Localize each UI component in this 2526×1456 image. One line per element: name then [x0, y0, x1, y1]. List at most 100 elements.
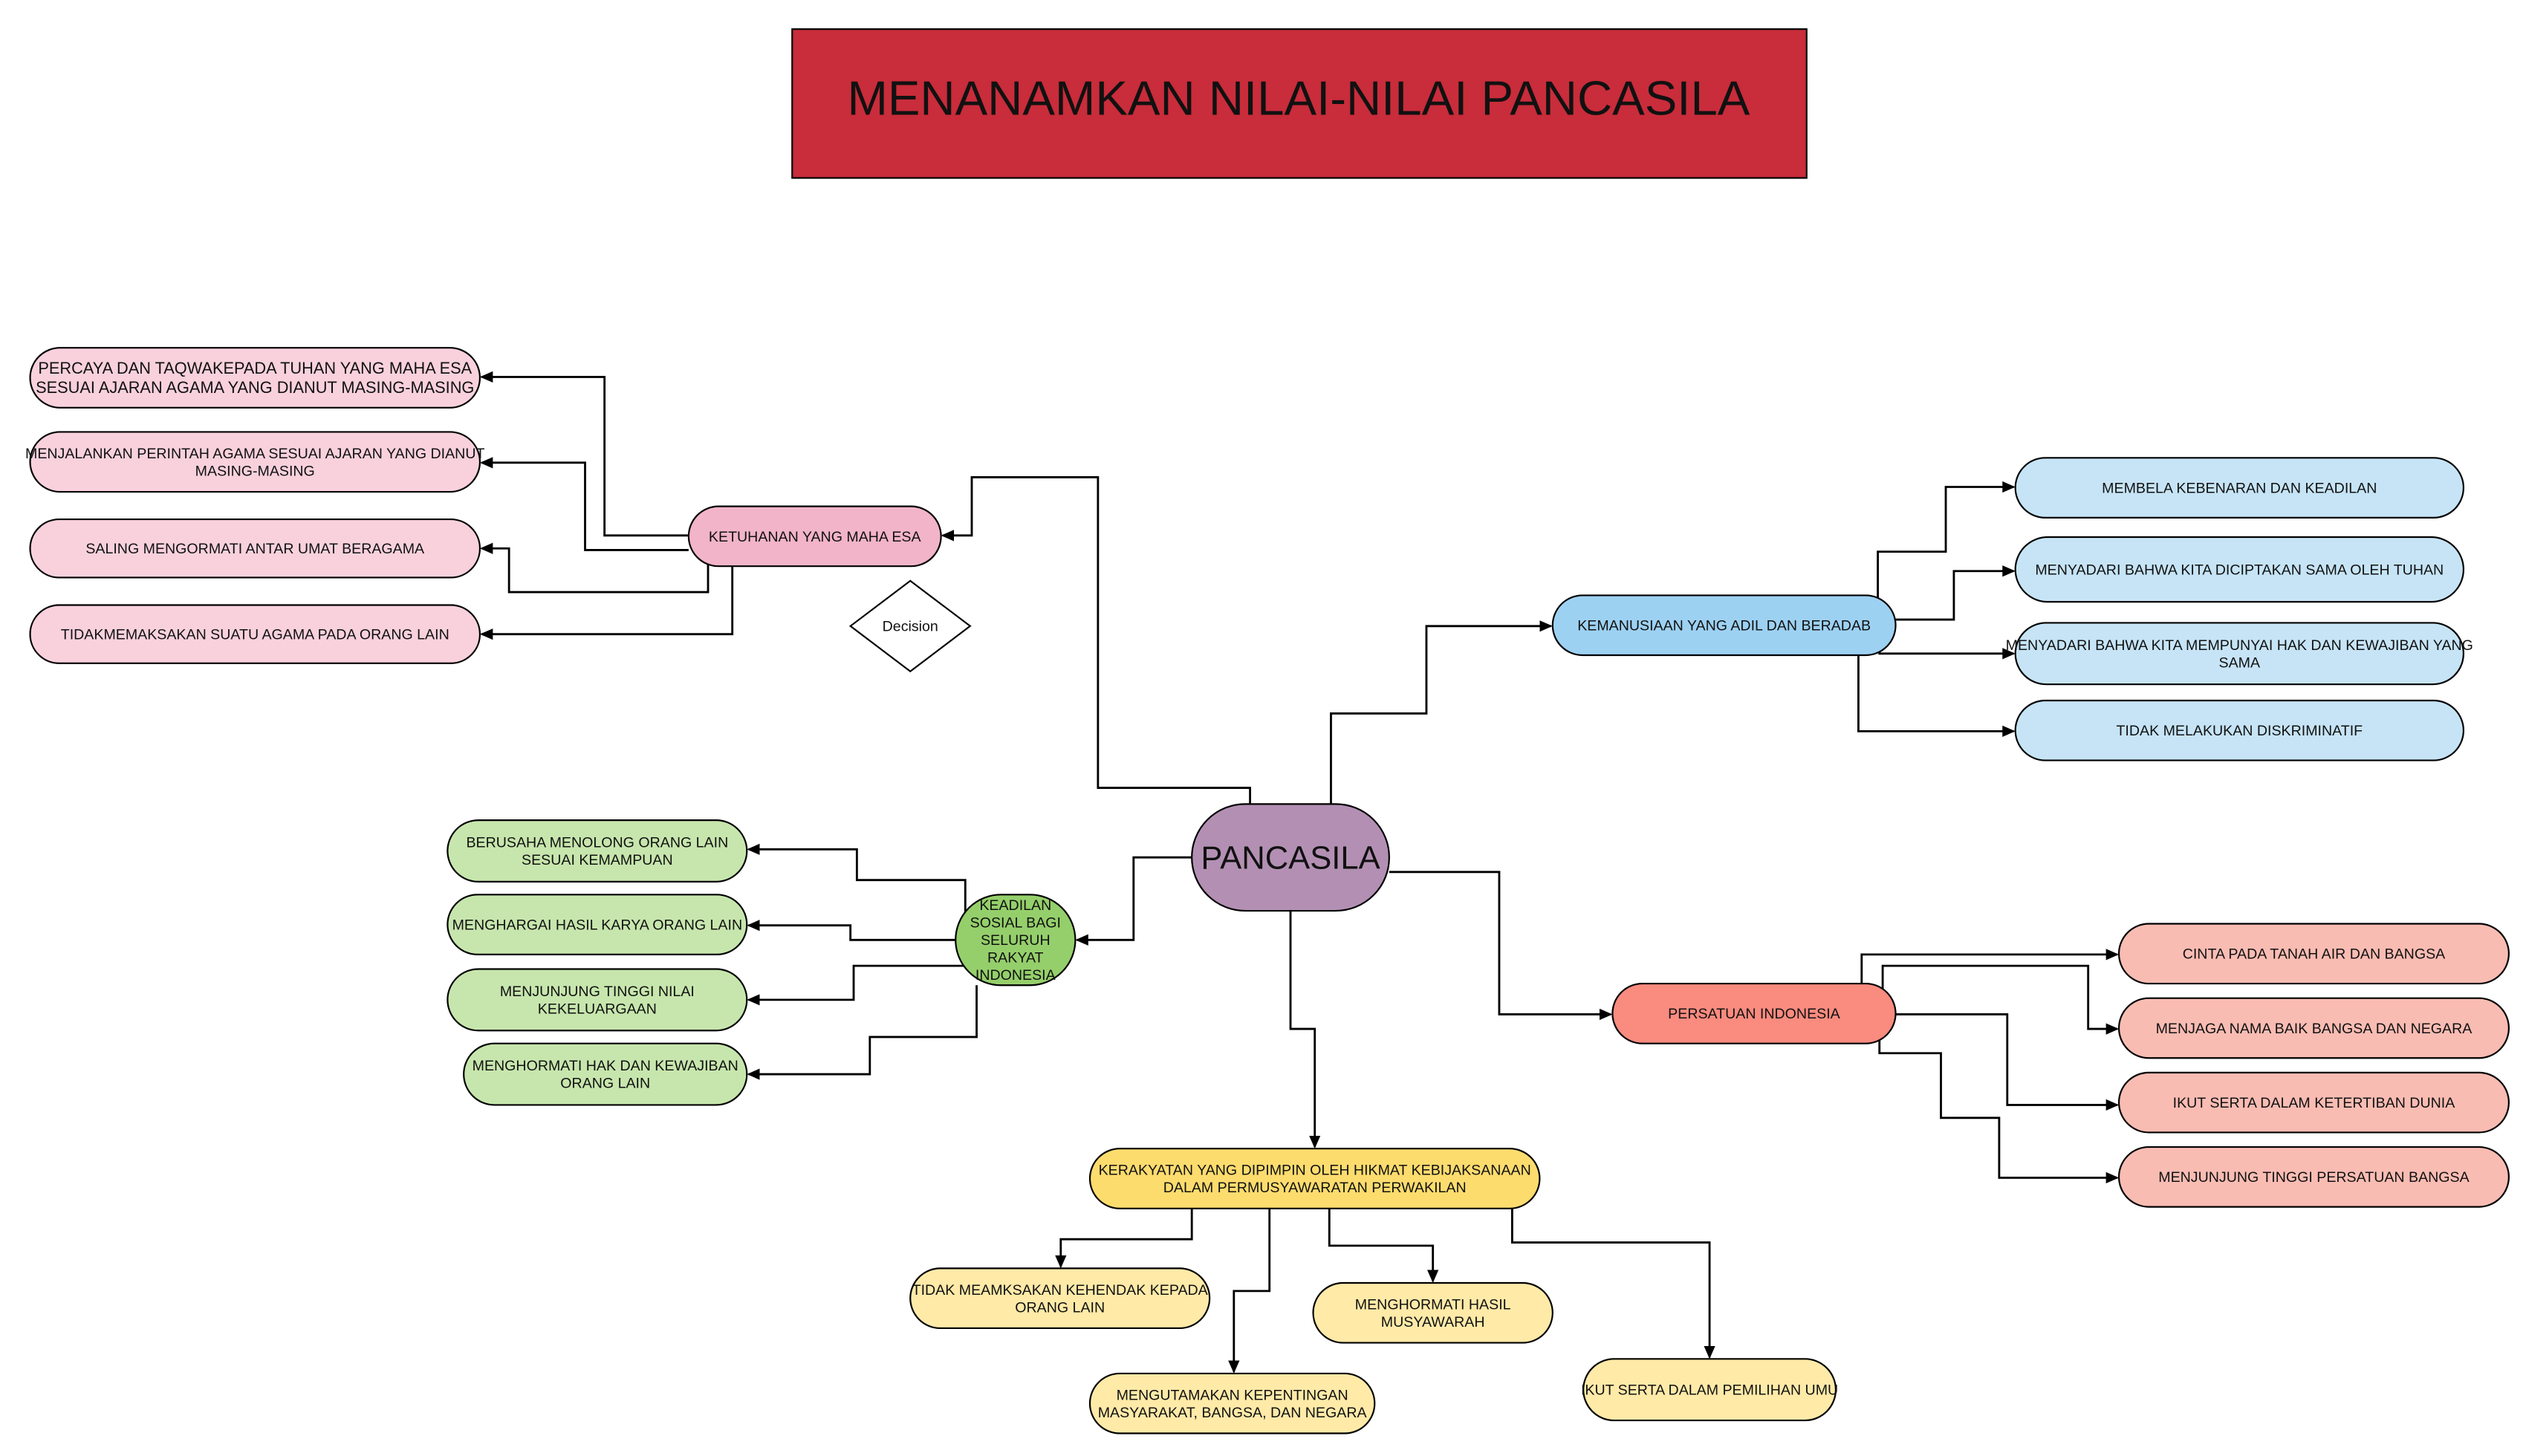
ketuhanan-child-node-label: SESUAI AJARAN AGAMA YANG DIANUT MASING-M… [36, 378, 474, 397]
persatuan-child-node[interactable]: IKUT SERTA DALAM KETERTIBAN DUNIA [2117, 1071, 2510, 1134]
page-title: MENANAMKAN NILAI-NILAI PANCASILA [847, 71, 1750, 126]
keadilan-node-label: SOSIAL BAGI [970, 915, 1061, 932]
keadilan-child-node-label: SESUAI KEMAMPUAN [522, 852, 673, 868]
kerakyatan-node-label: DALAM PERMUSYAWARATAN PERWAKILAN [1163, 1180, 1467, 1196]
edge-ketuhanan-child [479, 566, 734, 640]
kerakyatan-child-node[interactable]: IKUT SERTA DALAM PEMILIHAN UMU [1581, 1358, 1838, 1422]
edge-ketuhanan-child [479, 371, 689, 537]
ketuhanan-child-node[interactable]: MENJALANKAN PERINTAH AGAMA SESUAI AJARAN… [25, 431, 484, 493]
pancasila-center-node-shape [1191, 803, 1390, 912]
kemanusiaan-child-node[interactable]: MEMBELA KEBENARAN DAN KEADILAN [2014, 457, 2464, 519]
keadilan-child-node[interactable]: MENGHARGAI HASIL KARYA ORANG LAIN [447, 894, 748, 955]
edge-kemanusiaan-child [1877, 481, 2016, 602]
connectors [479, 371, 2120, 1374]
kerakyatan-child-node-label: ORANG LAIN [1015, 1299, 1105, 1316]
ketuhanan-node[interactable]: KETUHANAN YANG MAHA ESA [687, 505, 942, 568]
kerakyatan-child-node-shape [909, 1267, 1211, 1330]
persatuan-child-node-shape [2117, 1071, 2510, 1134]
edge-kemanusiaan-child [1895, 565, 2016, 621]
decision-node[interactable]: Decision [848, 579, 972, 673]
edge-persatuan-child [1881, 964, 2120, 1035]
keadilan-node-shape [955, 894, 1077, 987]
ketuhanan-child-node-shape [29, 431, 481, 493]
edge-persatuan-child [1895, 1013, 2120, 1111]
ketuhanan-child-node-label: TIDAKMEMAKSAKAN SUATU AGAMA PADA ORANG L… [61, 627, 449, 643]
ketuhanan-child-node-label: SALING MENGORMATI ANTAR UMAT BERAGAMA [85, 541, 425, 557]
edge-kerakyatan-child [1328, 1208, 1439, 1283]
edge-to-ketuhanan [941, 476, 1251, 805]
kerakyatan-child-node-shape [1088, 1372, 1376, 1434]
persatuan-child-node-label: CINTA PADA TANAH AIR DAN BANGSA [2183, 946, 2446, 963]
kemanusiaan-child-node-label: MENYADARI BAHWA KITA DICIPTAKAN SAMA OLE… [2035, 562, 2444, 578]
ketuhanan-node-shape [687, 505, 942, 568]
kemanusiaan-node[interactable]: KEMANUSIAAN YANG ADIL DAN BERADAB [1551, 594, 1897, 657]
ketuhanan-child-node-label: MENJALANKAN PERINTAH AGAMA SESUAI AJARAN… [25, 446, 484, 462]
persatuan-child-node[interactable]: CINTA PADA TANAH AIR DAN BANGSA [2117, 923, 2510, 985]
kerakyatan-child-node-label: MENGUTAMAKAN KEPENTINGAN [1117, 1387, 1348, 1403]
edge-persatuan-child [1860, 949, 2120, 990]
persatuan-child-node[interactable]: MENJUNJUNG TINGGI PERSATUAN BANGSA [2117, 1145, 2510, 1208]
keadilan-child-node-shape [463, 1042, 748, 1106]
kemanusiaan-child-node-label: SAMA [2219, 654, 2261, 671]
ketuhanan-node-label: KETUHANAN YANG MAHA ESA [709, 529, 922, 545]
persatuan-child-node-label: IKUT SERTA DALAM KETERTIBAN DUNIA [2173, 1095, 2456, 1111]
edge-kerakyatan-child [1228, 1208, 1271, 1374]
decision-diamond [848, 579, 972, 673]
kerakyatan-node-shape [1088, 1148, 1541, 1209]
keadilan-child-node-label: ORANG LAIN [560, 1076, 650, 1092]
kemanusiaan-child-node-shape [2014, 622, 2464, 686]
edge-persatuan-child [1878, 1035, 2120, 1184]
ketuhanan-child-node[interactable]: SALING MENGORMATI ANTAR UMAT BERAGAMA [29, 518, 481, 579]
edge-to-kemanusiaan [1330, 620, 1553, 805]
kemanusiaan-child-node-shape [2014, 457, 2464, 519]
edge-keadilan-child [747, 964, 966, 1006]
kerakyatan-child-node-label: TIDAK MEAMKSAKAN KEHENDAK KEPADA [912, 1282, 1209, 1299]
kemanusiaan-child-node[interactable]: MENYADARI BAHWA KITA MEMPUNYAI HAK DAN K… [2006, 622, 2473, 686]
keadilan-child-node-label: MENJUNJUNG TINGGI NILAI [500, 984, 695, 1000]
nodes: PANCASILA Decision KETUHANAN YANG MAHA ESA… [25, 347, 2510, 1434]
kemanusiaan-child-node[interactable]: MENYADARI BAHWA KITA DICIPTAKAN SAMA OLE… [2014, 536, 2464, 603]
kerakyatan-child-node-label: MASYARAKAT, BANGSA, DAN NEGARA [1098, 1405, 1368, 1421]
ketuhanan-child-node-label: MASING-MASING [195, 463, 315, 479]
kerakyatan-node[interactable]: KERAKYATAN YANG DIPIMPIN OLEH HIKMAT KEB… [1088, 1148, 1541, 1209]
kemanusiaan-child-node-label: TIDAK MELAKUKAN DISKRIMINATIF [2116, 723, 2363, 739]
title-box [791, 28, 1808, 179]
keadilan-node-label: KEADILAN [979, 897, 1051, 914]
persatuan-child-node-label: MENJUNJUNG TINGGI PERSATUAN BANGSA [2158, 1169, 2470, 1186]
kemanusiaan-node-label: KEMANUSIAAN YANG ADIL DAN BERADAB [1577, 618, 1871, 634]
ketuhanan-child-node[interactable]: PERCAYA DAN TAQWAKEPADA TUHAN YANG MAHA … [29, 347, 481, 409]
persatuan-child-node-label: MENJAGA NAMA BAIK BANGSA DAN NEGARA [2156, 1021, 2473, 1037]
pancasila-center-node-label: PANCASILA [1201, 840, 1380, 876]
persatuan-child-node-shape [2117, 997, 2510, 1059]
persatuan-node-shape [1611, 983, 1897, 1044]
kemanusiaan-child-node-label: MEMBELA KEBENARAN DAN KEADILAN [2102, 480, 2377, 496]
keadilan-node-label: RAKYAT [987, 950, 1044, 966]
ketuhanan-child-node-shape [29, 604, 481, 664]
persatuan-child-node-shape [2117, 1145, 2510, 1208]
edge-to-persatuan [1389, 871, 1613, 1021]
keadilan-child-node-shape [447, 819, 748, 883]
edge-ketuhanan-child [479, 457, 689, 551]
edge-keadilan-child [747, 920, 956, 941]
kerakyatan-child-node[interactable]: MENGUTAMAKAN KEPENTINGAN MASYARAKAT, BANG… [1088, 1372, 1376, 1434]
persatuan-node[interactable]: PERSATUAN INDONESIA [1611, 983, 1897, 1044]
ketuhanan-child-node[interactable]: TIDAKMEMAKSAKAN SUATU AGAMA PADA ORANG L… [29, 604, 481, 664]
keadilan-child-node-shape [447, 894, 748, 955]
persatuan-child-node[interactable]: MENJAGA NAMA BAIK BANGSA DAN NEGARA [2117, 997, 2510, 1059]
kemanusiaan-child-node[interactable]: TIDAK MELAKUKAN DISKRIMINATIF [2014, 699, 2464, 761]
ketuhanan-child-node-shape [29, 518, 481, 579]
pancasila-center-node[interactable]: PANCASILA [1191, 803, 1390, 912]
edge-kerakyatan-child [1055, 1208, 1193, 1269]
ketuhanan-child-node-shape [29, 347, 481, 409]
edge-ketuhanan-child [479, 542, 710, 594]
kerakyatan-child-node-label: IKUT SERTA DALAM PEMILIHAN UMU [1581, 1382, 1838, 1399]
edge-kemanusiaan-child [1878, 639, 2016, 660]
keadilan-child-node-label: KEKELUARGAAN [538, 1001, 657, 1017]
